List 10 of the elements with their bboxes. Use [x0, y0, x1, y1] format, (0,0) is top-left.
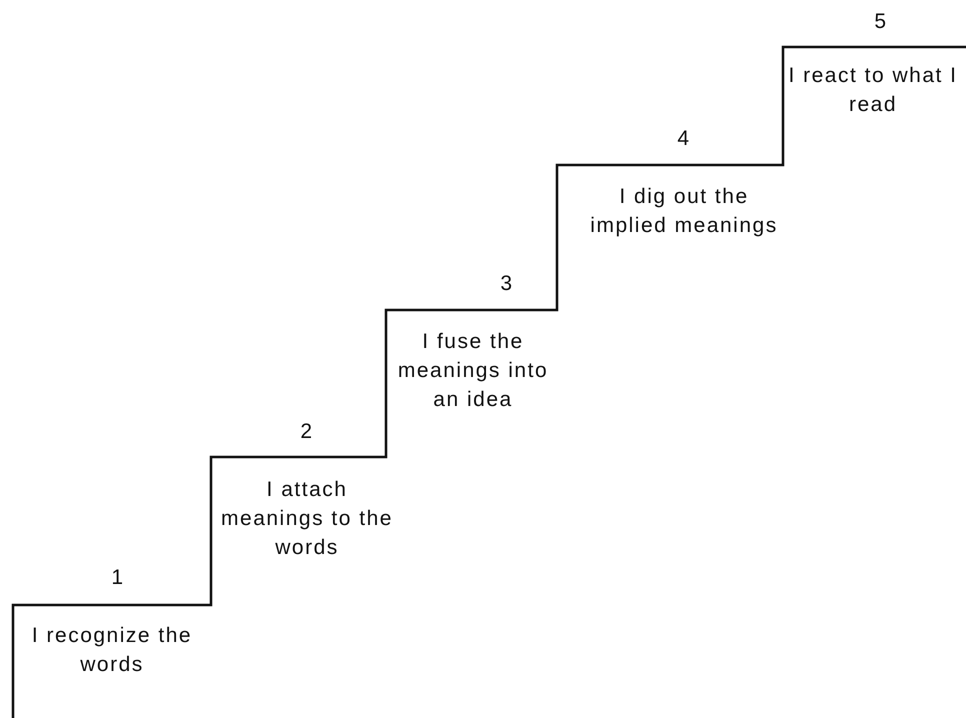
step-number: 3	[499, 271, 515, 297]
step-number: 5	[873, 9, 889, 35]
step-text: I attach meanings to the words	[220, 477, 394, 561]
step-number: 1	[110, 565, 126, 591]
step-text: I recognize the words	[30, 623, 194, 678]
step-number: 4	[676, 126, 692, 152]
step-text: I dig out the implied meanings	[589, 184, 779, 239]
step-text: I fuse the meanings into an idea	[396, 329, 550, 413]
step-text: I react to what I read	[787, 63, 959, 118]
step-number: 2	[299, 419, 315, 445]
